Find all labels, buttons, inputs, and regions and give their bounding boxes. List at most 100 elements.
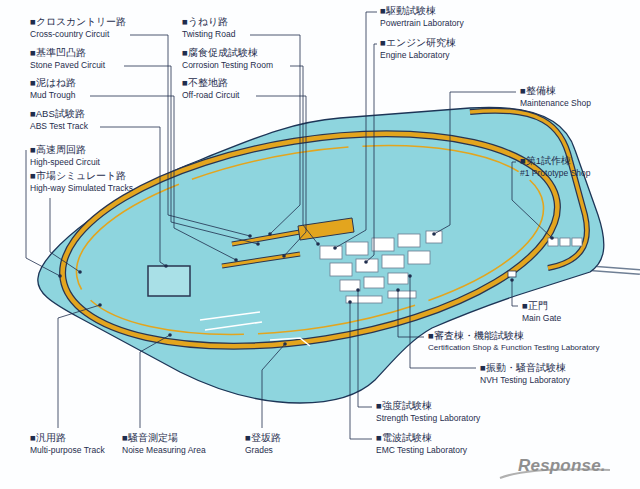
area-name-en: Certification Shop & Function Testing La…	[428, 343, 600, 353]
area-name-en: Main Gate	[522, 313, 561, 323]
leader-line	[366, 44, 377, 262]
area-name-en: High-way Simulated Tracks	[30, 183, 133, 193]
leader-line	[50, 198, 80, 272]
area-name-ja: ■正門	[522, 300, 548, 311]
leader-dot	[256, 242, 260, 246]
leader-line	[434, 92, 516, 234]
leader-dot	[168, 333, 172, 337]
leader-dot	[396, 288, 400, 292]
leader-line	[410, 276, 476, 368]
leader-dot	[510, 278, 514, 282]
leader-dot	[316, 242, 320, 246]
area-name-en: Corrosion Testing Room	[182, 60, 273, 70]
leader-dot	[248, 234, 252, 238]
area-name-en: Noise Measuring Area	[122, 445, 206, 455]
building	[346, 296, 382, 303]
leader-dot	[58, 274, 62, 278]
building	[340, 280, 360, 291]
leader-line	[256, 96, 306, 256]
leader-dot	[78, 270, 82, 274]
area-name-en: Engine Laboratory	[380, 50, 449, 60]
building	[426, 231, 442, 243]
leader-dot	[364, 260, 368, 264]
area-name-en: Off-road Circuit	[182, 90, 239, 100]
leader-dot	[234, 258, 238, 262]
loop-road-outline	[470, 111, 587, 268]
building	[388, 273, 408, 284]
area-name-ja: ■不整地路	[182, 77, 228, 88]
off-road-strip	[222, 254, 300, 266]
building	[364, 277, 384, 288]
leader-dot	[282, 254, 286, 258]
area-name-en: Powertrain Laboratory	[380, 18, 464, 28]
area-name-ja: ■登坂路	[245, 432, 281, 443]
area-name-ja: ■クロスカントリー路	[30, 16, 126, 27]
high-speed-circuit-outline	[47, 102, 572, 378]
minor-road	[200, 312, 262, 330]
area-name-en: EMC Testing Laboratory	[376, 445, 467, 455]
building	[388, 291, 416, 298]
gate-house	[508, 271, 516, 277]
leader-line	[100, 127, 166, 266]
leader-dot	[98, 303, 102, 307]
leader-line	[358, 290, 372, 407]
building	[560, 238, 570, 246]
area-name-ja: ■審査棟・機能試験棟	[428, 330, 524, 341]
area-name-ja: ■整備棟	[520, 85, 556, 96]
area-name-ja: ■エンジン研究棟	[380, 37, 456, 48]
area-name-ja: ■市場シミュレート路	[30, 170, 126, 181]
leader-dot	[348, 300, 352, 304]
leader-line	[124, 66, 258, 244]
leader-dot	[268, 232, 272, 236]
area-name-ja: ■高速周回路	[30, 144, 86, 155]
building	[346, 242, 368, 255]
building	[330, 263, 352, 276]
abs-square	[148, 266, 190, 296]
area-name-ja: ■振動・騒音試験棟	[480, 362, 566, 373]
leader-line	[290, 66, 318, 244]
leader-line	[262, 344, 285, 428]
building	[372, 238, 394, 251]
area-name-en: Twisting Road	[182, 29, 235, 39]
building	[382, 255, 404, 268]
leader-line	[398, 290, 424, 337]
leader-dot	[333, 246, 337, 250]
simulated-track	[63, 116, 557, 364]
area-name-en: ABS Test Track	[30, 121, 88, 131]
area-name-ja: ■強度試験棟	[376, 400, 432, 411]
site-ground	[38, 107, 604, 403]
building	[398, 234, 420, 247]
area-name-ja: ■基準凹凸路	[30, 47, 86, 58]
area-name-en: High-speed Circuit	[30, 157, 100, 167]
leader-line	[140, 335, 170, 428]
area-name-ja: ■駆動試験棟	[380, 5, 436, 16]
area-name-ja: ■電波試験棟	[376, 432, 432, 443]
grade-road	[270, 338, 310, 346]
leader-dot	[283, 342, 287, 346]
area-name-en: Maintenance Shop	[520, 98, 591, 108]
area-name-ja: ■ABS試験路	[30, 108, 85, 119]
leader-line	[26, 150, 60, 276]
area-name-ja: ■第1試作棟	[520, 155, 571, 166]
leader-line	[58, 305, 100, 428]
leader-dot	[164, 264, 168, 268]
leader-dot	[432, 232, 436, 236]
watermark: Response.	[518, 456, 606, 476]
building	[572, 238, 582, 246]
area-name-en: Grades	[245, 445, 273, 455]
area-name-en: Strength Testing Laboratory	[376, 413, 480, 423]
area-name-en: Stone Paved Circuit	[30, 60, 105, 70]
building	[320, 246, 342, 259]
leader-line	[512, 280, 518, 306]
leader-dot	[550, 236, 554, 240]
area-name-ja: ■腐食促成試験棟	[182, 47, 258, 58]
area-name-ja: ■汎用路	[30, 432, 66, 443]
leader-dot	[408, 274, 412, 278]
area-name-en: Mud Trough	[30, 90, 75, 100]
high-speed-circuit	[47, 102, 572, 378]
building	[356, 259, 378, 272]
leader-dot	[356, 288, 360, 292]
